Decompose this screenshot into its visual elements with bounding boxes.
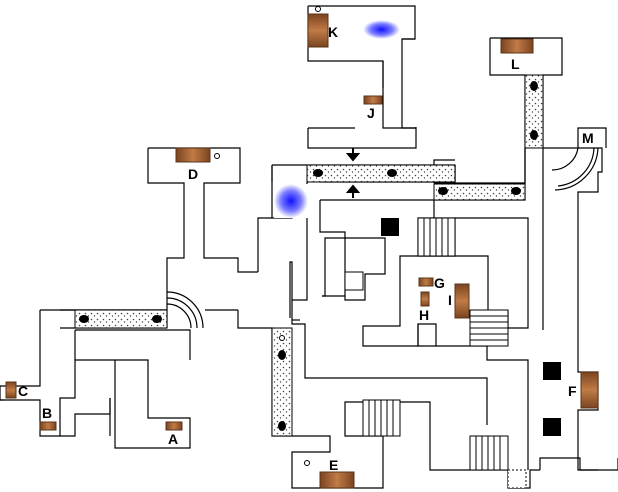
chest-icon (165, 421, 183, 431)
skull-icon (279, 335, 285, 341)
arrow-down-icon (345, 148, 361, 162)
room-label-f: F (568, 383, 577, 399)
room-label-a: A (168, 431, 178, 447)
bug-icon (530, 130, 538, 140)
room-label-d: D (188, 166, 198, 182)
bug-icon (278, 421, 286, 431)
room-label-i: I (448, 292, 452, 308)
bug-icon (387, 169, 397, 177)
portals (274, 20, 400, 218)
skull-icon (304, 460, 310, 466)
room-label-h: H (419, 307, 429, 323)
chest-icon (454, 283, 470, 319)
skulls (214, 6, 321, 466)
chest-icon (500, 38, 534, 54)
room-label-k: K (328, 24, 338, 40)
skull-icon (214, 153, 220, 159)
room-label-c: C (18, 383, 28, 399)
bug-icon (438, 187, 448, 195)
bug-icon (152, 315, 162, 323)
chest-icon (175, 147, 211, 163)
chest-icon (418, 277, 434, 287)
room-label-l: L (511, 56, 520, 72)
furniture (5, 13, 599, 489)
blue-portal-icon (363, 20, 400, 39)
chest-icon (307, 13, 329, 48)
room-labels: K J L M D G H I C B A F E (18, 24, 594, 473)
arrow-up-icon (345, 184, 361, 198)
pillars (344, 218, 561, 436)
room-label-m: M (582, 130, 594, 146)
blue-portal-icon (274, 184, 308, 218)
bug-icon (313, 169, 323, 177)
black-pillar-icon (543, 362, 561, 380)
skull-icon (315, 6, 321, 12)
corridors (74, 74, 544, 437)
chest-icon (363, 95, 383, 105)
chest-icon (39, 421, 57, 431)
black-pillar-icon (381, 218, 399, 236)
chest-icon (319, 471, 355, 489)
arrows (345, 148, 361, 198)
room-label-b: B (42, 405, 52, 421)
bug-icon (278, 350, 286, 360)
bug-icon (79, 315, 89, 323)
bug-icon (511, 187, 521, 195)
room-label-j: J (367, 105, 375, 121)
chest-icon (580, 371, 599, 409)
chest-icon (5, 381, 17, 399)
bug-icon (530, 81, 538, 91)
chest-icon (420, 291, 430, 307)
room-label-e: E (329, 457, 338, 473)
room-label-g: G (434, 275, 445, 291)
black-pillar-icon (543, 418, 561, 436)
bugs (79, 81, 538, 431)
stairs (362, 217, 527, 489)
